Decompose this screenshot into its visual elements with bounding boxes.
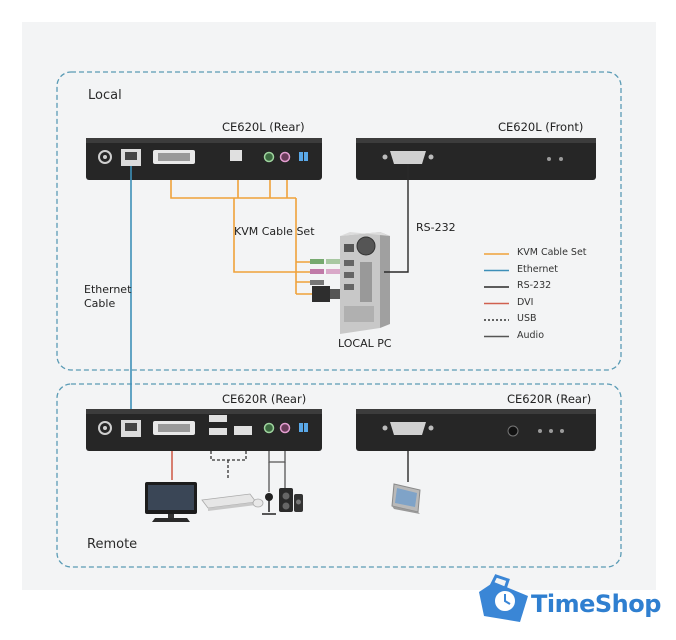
power-jack-icon [98, 150, 112, 164]
legend-label: RS-232 [517, 280, 552, 291]
led-icon [299, 423, 303, 432]
ce620r-rear-unit-right [356, 409, 596, 451]
legend-label: KVM Cable Set [517, 247, 587, 258]
ce620l-rear-unit [86, 138, 322, 180]
diagram-background [22, 22, 656, 590]
legend-label: Ethernet [517, 263, 558, 275]
ethernet-cable-label-line1: Ethernet [84, 283, 132, 296]
usb-port-icon [230, 150, 242, 161]
pc-connector-plugs [310, 259, 340, 302]
usb-cable-lines [210, 451, 247, 480]
usb-port-icon [234, 426, 252, 435]
power-jack-icon [98, 421, 112, 435]
led-icon [304, 152, 308, 161]
ce620l-rear-label: CE620L (Rear) [222, 120, 305, 134]
button-icon [507, 425, 519, 437]
rs232-label: RS-232 [416, 221, 456, 234]
audio-jack-icon [263, 151, 275, 163]
legend [484, 253, 509, 338]
legend-label: Audio [517, 329, 545, 341]
audio-jack-icon [279, 422, 291, 434]
led-icon [304, 423, 308, 432]
remote-section-frame [56, 383, 622, 568]
ce620r-rear-label: CE620R (Rear) [222, 392, 307, 406]
pc-tower-icon [340, 232, 390, 334]
legend-label: DVI [517, 296, 534, 308]
shopping-bag-clock-icon [479, 574, 528, 622]
mouse-icon [252, 498, 264, 508]
local-pc-label: LOCAL PC [338, 337, 392, 350]
audio-cable-lines [268, 451, 286, 492]
ce620r-rear-unit [86, 409, 322, 451]
audio-jack-icon [279, 151, 291, 163]
ce620l-front-label: CE620L (Front) [498, 120, 584, 134]
rs232-cable-line [384, 164, 409, 273]
local-section-frame [56, 71, 622, 371]
led-icon [299, 152, 303, 161]
microphone-icon [262, 493, 276, 515]
keyboard-icon [201, 493, 257, 511]
watermark-brand: TimeShop [531, 590, 661, 618]
speakers-icon [279, 488, 303, 512]
ethernet-cable-label-line2: Cable [84, 297, 116, 310]
rs232-port-icon [390, 422, 426, 435]
usb-port-icon [209, 428, 227, 435]
audio-jack-icon [263, 422, 275, 434]
monitor-icon [145, 482, 197, 522]
ce620r-rear-label-right: CE620R (Rear) [507, 392, 592, 406]
usb-port-icon [209, 415, 227, 422]
remote-section-label: Remote [87, 537, 138, 552]
kvm-cable-set-label: KVM Cable Set [234, 225, 315, 238]
legend-label: USB [517, 313, 537, 324]
touch-panel-icon [391, 483, 421, 514]
ce620l-front-unit [356, 138, 596, 180]
local-section-label: Local [88, 88, 122, 103]
rs232-port-icon [390, 151, 426, 164]
